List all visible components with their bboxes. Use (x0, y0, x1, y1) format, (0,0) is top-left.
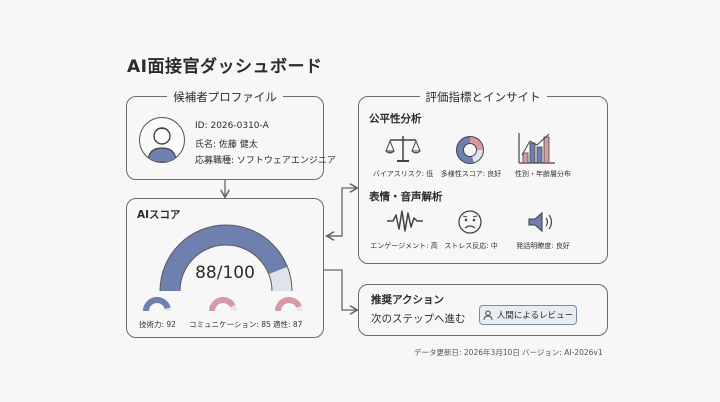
bias-risk-label: バイアスリスク: 低 (372, 170, 434, 178)
sub-score-aptitude: 適性: 87 (273, 320, 303, 329)
next-step-text: 次のステップへ進む (371, 313, 466, 325)
action-title: 推奨アクション (371, 294, 444, 306)
human-review-label: 人間によるレビュー (496, 311, 574, 321)
main-gauge-outline (159, 224, 293, 292)
sub-gauge-fill-technical (143, 297, 171, 312)
waveform-icon (387, 210, 423, 232)
candidate-id: ID: 2026-0310-A (195, 121, 269, 131)
page-title: AI面接官ダッシュボード (127, 57, 323, 77)
score-value: 88/100 (195, 263, 255, 283)
sub-score-communication: コミュニケーション: 85 (189, 320, 271, 329)
user-icon (483, 310, 493, 321)
sub-score-technical: 技術力: 92 (139, 320, 176, 329)
main-score-gauge (159, 224, 293, 292)
recommended-action-panel: 推奨アクション 次のステップへ進む 人間によるレビュー (358, 284, 608, 336)
bar-chart-icon (518, 133, 555, 164)
score-header: AIスコア (137, 209, 181, 221)
version-label: バージョン: AI-2026v1 (522, 348, 603, 357)
sub-gauge-fill-aptitude (275, 297, 302, 312)
speech-clarity-label: 発話明瞭度: 良好 (516, 242, 570, 250)
candidate-profile-panel: 候補者プロファイル ID: 2026-0310-A 氏名: 佐藤 健太 応募職種… (126, 90, 336, 180)
profile-header: 候補者プロファイル (167, 90, 283, 104)
sub-gauge-fill-communication (209, 297, 236, 312)
stress-response-label: ストレス反応: 中 (444, 242, 498, 250)
candidate-name: 氏名: 佐藤 健太 (195, 140, 258, 150)
fairness-title: 公平性分析 (369, 113, 422, 125)
donut-chart-icon (456, 136, 484, 164)
gender-age-distribution-label: 性別・年齢層分布 (515, 170, 571, 178)
metrics-insights-panel: 評価指標とインサイト 公平性分析 バイアスリスク: 低 多様性スコア: 良好 性… (358, 90, 608, 264)
engagement-label: エンゲージメント: 高 (370, 242, 438, 250)
main-gauge-fill (160, 225, 288, 292)
human-review-button[interactable]: 人間によるレビュー (479, 305, 577, 325)
sub-score-gauges (143, 297, 303, 312)
data-updated-date: データ更新日: 2026年3月10日 (414, 348, 520, 357)
person-avatar-icon (139, 117, 185, 163)
metrics-header: 評価指標とインサイト (419, 90, 547, 104)
diversity-score-label: 多様性スコア: 良好 (440, 170, 502, 178)
speaker-icon (528, 211, 553, 233)
expression-title: 表情・音声解析 (369, 191, 443, 203)
ai-score-panel: AIスコア 88/100 技術力: 92 コミュニケーション: 85 適性: 8… (126, 198, 324, 338)
candidate-role: 応募職種: ソフトウェアエンジニア (195, 156, 336, 166)
scale-icon (385, 136, 421, 162)
worried-face-icon (458, 210, 482, 234)
